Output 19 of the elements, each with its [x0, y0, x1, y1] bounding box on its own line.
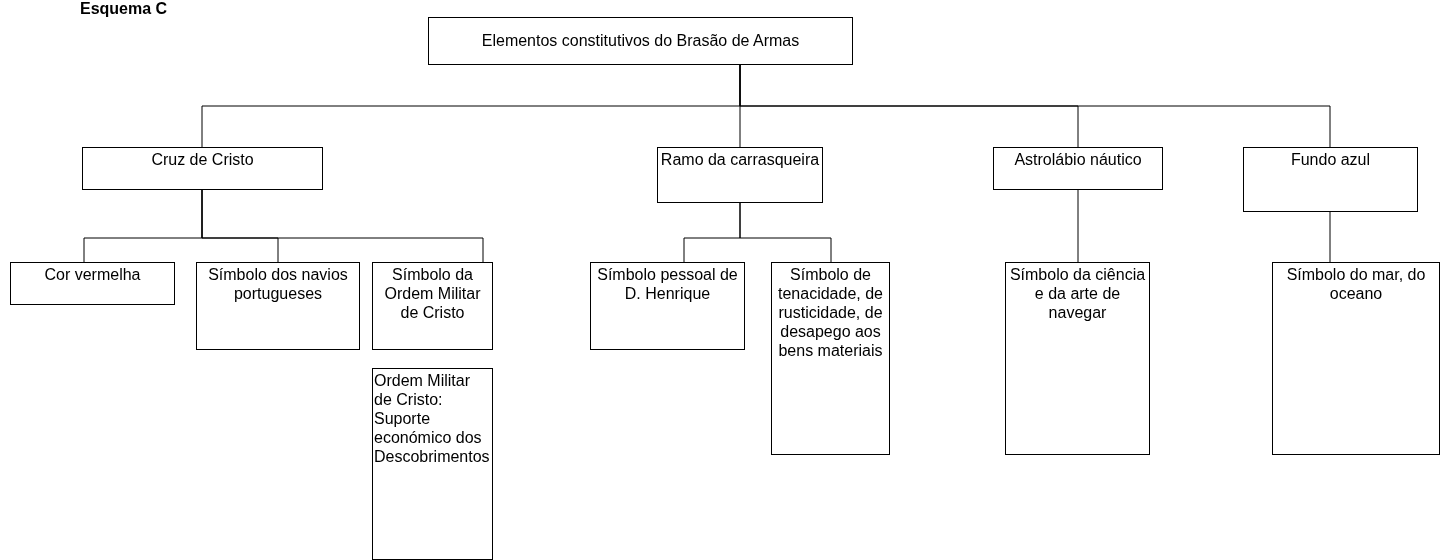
chart-box: Ramo da carrasqueira: [657, 147, 823, 203]
connector-line: [1329, 211, 1331, 263]
chart-box: Ordem Militar de Cristo: Suporte económico dos Descobrimentos: [372, 368, 493, 560]
chart-box: Símbolo do mar, do oceano: [1272, 262, 1440, 455]
chart-box: Cor vermelha: [10, 262, 175, 305]
chart-box: Símbolo dos navios portugueses: [196, 262, 360, 350]
chart-box: Símbolo da ciência e da arte de navegar: [1005, 262, 1150, 455]
chart-box: Símbolo de tenacidade, de rusticidade, de desapego aos bens materiais: [771, 262, 890, 455]
connector-line: [739, 64, 1331, 148]
connector-line: [1077, 189, 1079, 263]
connector-line: [201, 189, 484, 263]
chart-box: Cruz de Cristo: [82, 147, 323, 190]
chart-box: Fundo azul: [1243, 147, 1418, 212]
chart-box: Símbolo pessoal de D. Henrique: [590, 262, 745, 350]
connector-line: [739, 202, 832, 263]
chart-box: Símbolo da Ordem Militar de Cristo: [372, 262, 493, 350]
chart-box: Elementos constitutivos do Brasão de Armas: [428, 17, 853, 65]
chart-box: Astrolábio náutico: [993, 147, 1163, 190]
diagram-heading: Esquema C: [80, 0, 168, 18]
